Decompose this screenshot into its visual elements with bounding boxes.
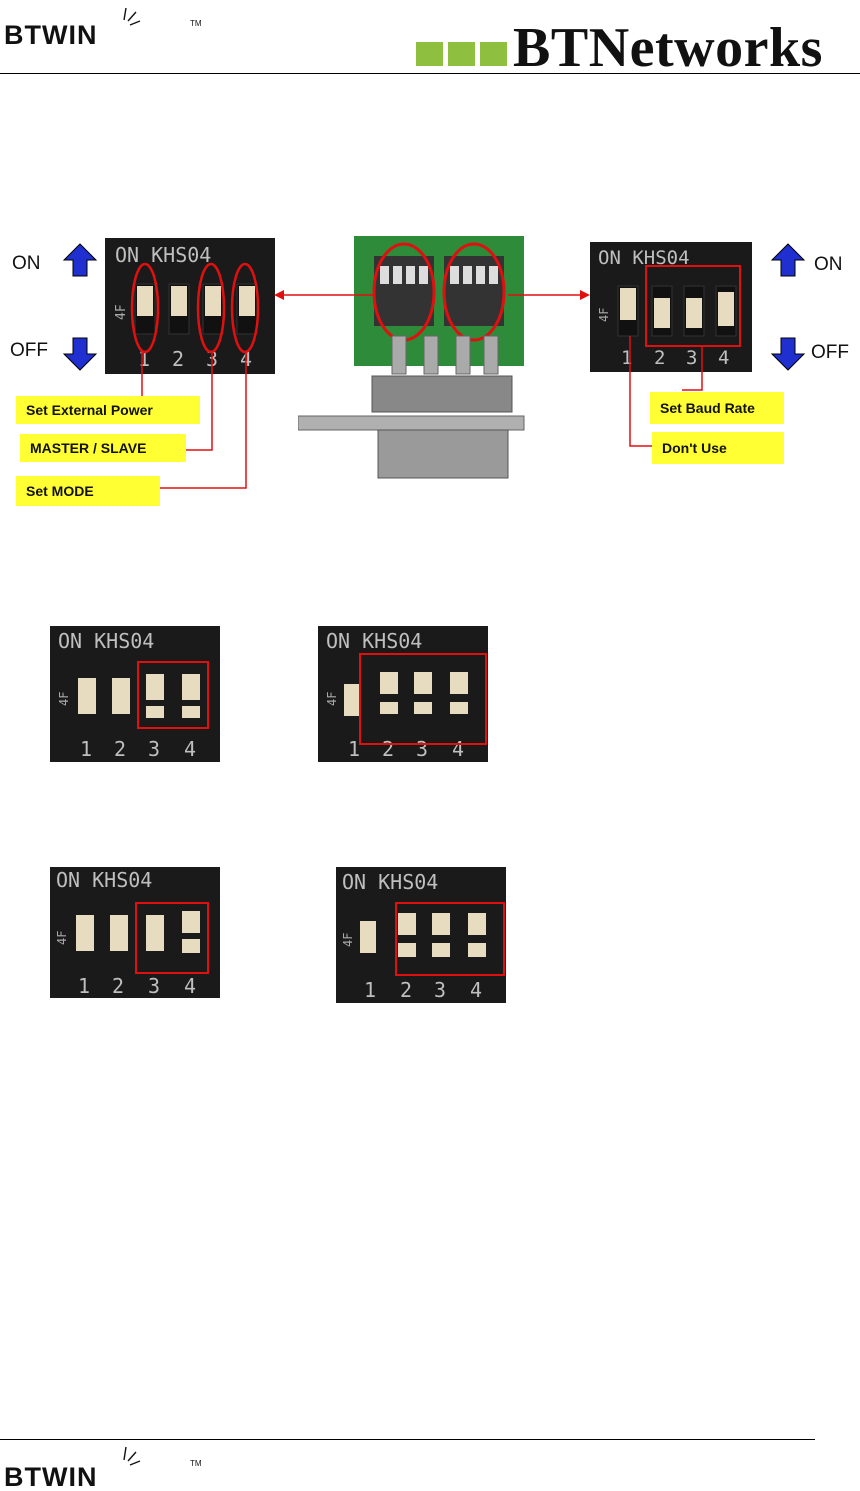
brand-squares-icon (416, 42, 507, 66)
btwin-logo-text: BTWIN (4, 1462, 97, 1490)
callout-master-slave: MASTER / SLAVE (20, 434, 186, 462)
switch-side-mark: 4F (57, 692, 71, 706)
trademark-mark: TM (190, 19, 202, 28)
switch-number-1: 1 (348, 737, 360, 761)
switch-number-2: 2 (400, 978, 412, 1002)
switch-number-4: 4 (452, 737, 464, 761)
btnetworks-brand: BTNetworks (416, 14, 823, 74)
switch-model-label: ON KHS04 (58, 629, 154, 653)
switch-number-4: 4 (184, 974, 196, 998)
switch-side-mark: 4F (325, 692, 339, 706)
switch-number-3: 3 (148, 974, 160, 998)
switch-number-4: 4 (470, 978, 482, 1002)
switch-number-1: 1 (364, 978, 376, 1002)
example-switch-baud-b: ON KHS04 4F 1 2 3 4 (336, 867, 506, 1003)
callout-set-baud-rate: Set Baud Rate (650, 392, 784, 424)
btwin-logo-text: BTWIN (4, 20, 97, 50)
callout-set-external-power: Set External Power (16, 396, 200, 424)
logo-spark-icon (124, 1447, 140, 1465)
switch-model-label: ON KHS04 (56, 868, 152, 892)
switch-number-4: 4 (184, 737, 196, 761)
switch-number-2: 2 (114, 737, 126, 761)
example-switch-baud-a: ON KHS04 4F 1 2 3 4 (318, 626, 488, 762)
btwin-logo-footer: BTWIN TM (4, 1444, 204, 1490)
switch-model-label: ON KHS04 (326, 629, 422, 653)
trademark-mark: TM (190, 1459, 202, 1468)
switch-side-mark: 4F (55, 931, 69, 945)
callout-leader-lines (2, 228, 858, 516)
footer-divider (0, 1439, 815, 1440)
switch-number-3: 3 (416, 737, 428, 761)
switch-number-3: 3 (148, 737, 160, 761)
logo-spark-icon (124, 8, 140, 25)
brand-name: BTNetworks (513, 22, 823, 74)
callout-dont-use: Don't Use (652, 432, 784, 464)
dip-switch-diagram: ON KHS04 4F 1 2 3 4 ON OFF (2, 228, 858, 516)
switch-number-2: 2 (382, 737, 394, 761)
example-switch-mode-b: ON KHS04 4F 1 2 3 4 (50, 867, 220, 998)
switch-number-3: 3 (434, 978, 446, 1002)
callout-set-mode: Set MODE (16, 476, 160, 506)
switch-model-label: ON KHS04 (342, 870, 438, 894)
btwin-logo-header: BTWIN TM (4, 6, 204, 50)
header-divider (0, 73, 860, 74)
switch-number-1: 1 (80, 737, 92, 761)
switch-number-1: 1 (78, 974, 90, 998)
switch-side-mark: 4F (341, 933, 355, 947)
switch-number-2: 2 (112, 974, 124, 998)
example-switch-mode-a: ON KHS04 4F 1 2 3 4 (50, 626, 220, 762)
